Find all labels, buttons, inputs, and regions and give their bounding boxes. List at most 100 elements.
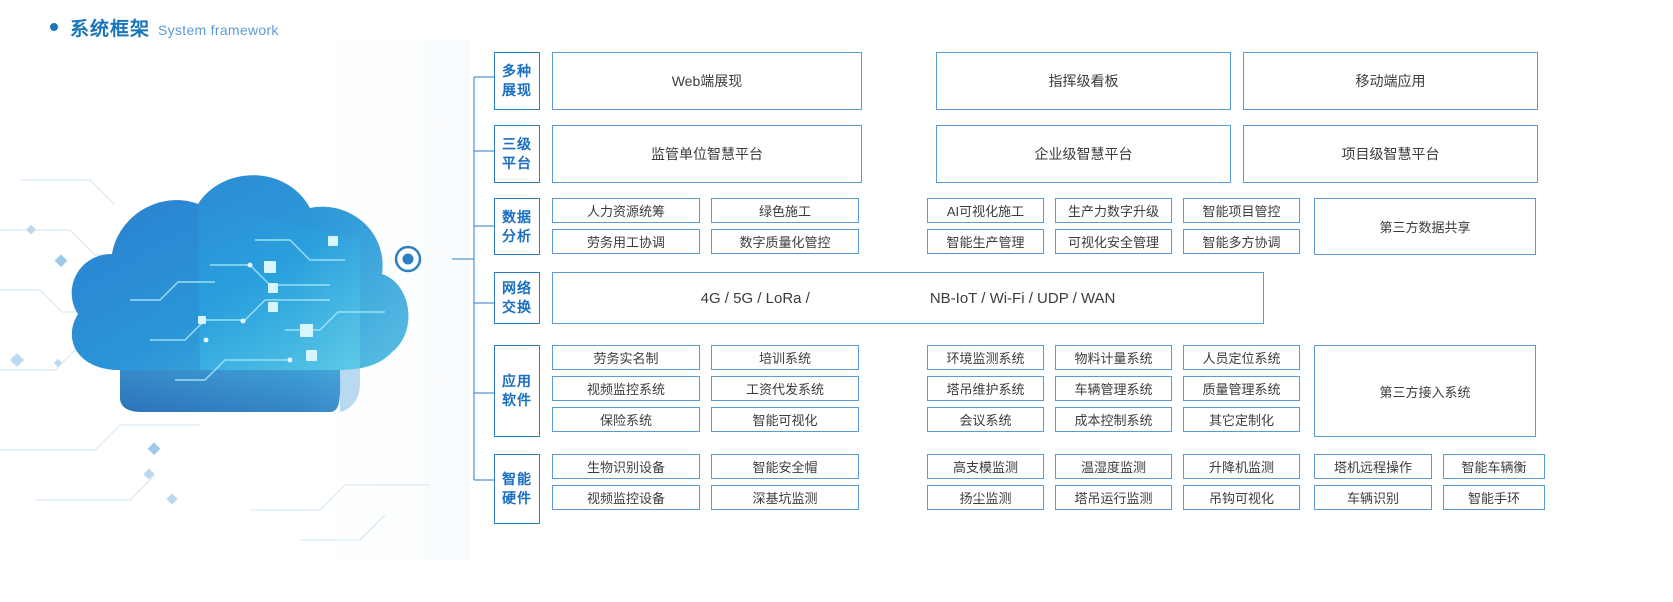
grid-line: 会议系统 成本控制系统 其它定制化 [927, 407, 1300, 432]
box-third-party-data-sharing[interactable]: 第三方数据共享 [1314, 198, 1536, 255]
cell-smart-visualization[interactable]: 智能可视化 [711, 407, 859, 432]
group-hw-left: 生物识别设备 智能安全帽 视频监控设备 深基坑监测 [552, 454, 859, 524]
row-label-line1: 智能 [502, 471, 532, 488]
cell-environment-monitoring[interactable]: 环境监测系统 [927, 345, 1044, 370]
row-label-data-analysis: 数据 分析 [494, 198, 540, 255]
row-label-line1: 多种 [502, 63, 532, 80]
grid-line: 塔机远程操作 智能车辆衡 [1314, 454, 1545, 479]
row-data-analysis: 数据 分析 人力资源统筹 绿色施工 劳务用工协调 数字质量化管控 AI可视化施工… [494, 198, 1673, 255]
cell-lift-monitoring[interactable]: 升降机监测 [1183, 454, 1300, 479]
cell-ai-visual-construction[interactable]: AI可视化施工 [927, 198, 1044, 223]
row-label-line1: 三级 [502, 136, 532, 153]
box-command-board[interactable]: 指挥级看板 [936, 52, 1231, 110]
grid-line: 车辆识别 智能手环 [1314, 485, 1545, 510]
cell-vehicle-recognition[interactable]: 车辆识别 [1314, 485, 1432, 510]
group-data-left: 人力资源统筹 绿色施工 劳务用工协调 数字质量化管控 [552, 198, 859, 255]
grid-line: 扬尘监测 塔吊运行监测 吊钩可视化 [927, 485, 1300, 510]
group-data-right: AI可视化施工 生产力数字升级 智能项目管控 智能生产管理 可视化安全管理 智能… [927, 198, 1300, 255]
bullet-dot-icon [50, 23, 58, 31]
cell-labor-coordination[interactable]: 劳务用工协调 [552, 229, 700, 254]
group-app-right: 环境监测系统 物料计量系统 人员定位系统 塔吊维护系统 车辆管理系统 质量管理系… [927, 345, 1300, 437]
row-label-display: 多种 展现 [494, 52, 540, 110]
cell-dust-monitoring[interactable]: 扬尘监测 [927, 485, 1044, 510]
cell-high-formwork-monitoring[interactable]: 高支模监测 [927, 454, 1044, 479]
cell-meeting-system[interactable]: 会议系统 [927, 407, 1044, 432]
network-text-right: NB-IoT / Wi-Fi / UDP / WAN [929, 289, 1116, 307]
box-supervision-platform[interactable]: 监管单位智慧平台 [552, 125, 862, 183]
grid-line: 塔吊维护系统 车辆管理系统 质量管理系统 [927, 376, 1300, 401]
cell-other-customization[interactable]: 其它定制化 [1183, 407, 1300, 432]
tree-connector [452, 76, 494, 481]
box-third-party-access-system[interactable]: 第三方接入系统 [1314, 345, 1536, 437]
box-project-platform[interactable]: 项目级智慧平台 [1243, 125, 1538, 183]
cell-quality-management[interactable]: 质量管理系统 [1183, 376, 1300, 401]
row-label-platform: 三级 平台 [494, 125, 540, 183]
row-label-line2: 分析 [502, 227, 532, 244]
row-label-line1: 数据 [502, 208, 532, 225]
cell-smart-production-mgmt[interactable]: 智能生产管理 [927, 229, 1044, 254]
row-label-line2: 软件 [502, 392, 532, 408]
group-hw-right: 高支模监测 温湿度监测 升降机监测 扬尘监测 塔吊运行监测 吊钩可视化 [927, 454, 1300, 524]
grid-line: 生物识别设备 智能安全帽 [552, 454, 859, 479]
row-display: 多种 展现 Web端展现 指挥级看板 移动端应用 [494, 52, 1673, 110]
row-label-smart-hardware: 智能 硬件 [494, 454, 540, 524]
cell-green-construction[interactable]: 绿色施工 [711, 198, 859, 223]
grid-line: 视频监控设备 深基坑监测 [552, 485, 859, 510]
cell-smart-multiparty-coord[interactable]: 智能多方协调 [1183, 229, 1300, 254]
cell-temp-humidity-monitoring[interactable]: 温湿度监测 [1055, 454, 1172, 479]
group-hw-far: 塔机远程操作 智能车辆衡 车辆识别 智能手环 [1314, 454, 1545, 524]
box-enterprise-platform[interactable]: 企业级智慧平台 [936, 125, 1231, 183]
grid-line: 环境监测系统 物料计量系统 人员定位系统 [927, 345, 1300, 370]
box-network-protocols[interactable]: 4G / 5G / LoRa / NB-IoT / Wi-Fi / UDP / … [552, 272, 1264, 324]
cell-training-system[interactable]: 培训系统 [711, 345, 859, 370]
cell-smart-wristband[interactable]: 智能手环 [1443, 485, 1545, 510]
grid-line: 高支模监测 温湿度监测 升降机监测 [927, 454, 1300, 479]
cell-cost-control-system[interactable]: 成本控制系统 [1055, 407, 1172, 432]
cell-smart-project-control[interactable]: 智能项目管控 [1183, 198, 1300, 223]
box-mobile-app[interactable]: 移动端应用 [1243, 52, 1538, 110]
row-smart-hardware: 智能 硬件 生物识别设备 智能安全帽 视频监控设备 深基坑监测 高支模监测 温湿… [494, 454, 1673, 524]
cell-crane-operation-monitoring[interactable]: 塔吊运行监测 [1055, 485, 1172, 510]
row-label-line1: 应用 [502, 373, 532, 390]
cell-smart-truck-scale[interactable]: 智能车辆衡 [1443, 454, 1545, 479]
cell-vehicle-management[interactable]: 车辆管理系统 [1055, 376, 1172, 401]
box-web-display[interactable]: Web端展现 [552, 52, 862, 110]
group-app-left: 劳务实名制 培训系统 视频监控系统 工资代发系统 保险系统 智能可视化 [552, 345, 859, 437]
cell-visual-safety-mgmt[interactable]: 可视化安全管理 [1055, 229, 1172, 254]
system-framework-diagram: 多种 展现 Web端展现 指挥级看板 移动端应用 三级 平台 监管单位智慧平台 … [452, 40, 1673, 540]
row-label-network-exchange: 网络 交换 [494, 272, 540, 324]
grid-line: 劳务用工协调 数字质量化管控 [552, 229, 859, 254]
network-text-left: 4G / 5G / LoRa / [700, 289, 810, 307]
cell-hr-planning[interactable]: 人力资源统筹 [552, 198, 700, 223]
cell-labor-realname[interactable]: 劳务实名制 [552, 345, 700, 370]
cell-productivity-upgrade[interactable]: 生产力数字升级 [1055, 198, 1172, 223]
cell-video-surveillance-device[interactable]: 视频监控设备 [552, 485, 700, 510]
grid-line: 劳务实名制 培训系统 [552, 345, 859, 370]
page-title-en: System framework [158, 22, 279, 38]
row-application-software: 应用 软件 劳务实名制 培训系统 视频监控系统 工资代发系统 保险系统 智能可视… [494, 345, 1673, 437]
page-title: 系统框架 System framework [50, 14, 279, 41]
cell-material-metering[interactable]: 物料计量系统 [1055, 345, 1172, 370]
grid-line: AI可视化施工 生产力数字升级 智能项目管控 [927, 198, 1300, 223]
row-platform: 三级 平台 监管单位智慧平台 企业级智慧平台 项目级智慧平台 [494, 125, 1673, 183]
cell-digital-quality-control[interactable]: 数字质量化管控 [711, 229, 859, 254]
cell-crane-maintenance[interactable]: 塔吊维护系统 [927, 376, 1044, 401]
row-label-line1: 网络 [502, 280, 532, 297]
cell-biometric-device[interactable]: 生物识别设备 [552, 454, 700, 479]
row-label-line2: 交换 [502, 299, 532, 315]
cell-insurance-system[interactable]: 保险系统 [552, 407, 700, 432]
row-label-application-software: 应用 软件 [494, 345, 540, 437]
cell-tower-remote-operation[interactable]: 塔机远程操作 [1314, 454, 1432, 479]
grid-line: 人力资源统筹 绿色施工 [552, 198, 859, 223]
cell-video-surveillance-system[interactable]: 视频监控系统 [552, 376, 700, 401]
cell-personnel-positioning[interactable]: 人员定位系统 [1183, 345, 1300, 370]
grid-line: 智能生产管理 可视化安全管理 智能多方协调 [927, 229, 1300, 254]
row-label-line2: 平台 [502, 155, 532, 171]
cell-smart-helmet[interactable]: 智能安全帽 [711, 454, 859, 479]
page-title-cn: 系统框架 [70, 19, 151, 40]
cloud-network-illustration [0, 40, 470, 560]
cell-hook-visualization[interactable]: 吊钩可视化 [1183, 485, 1300, 510]
cell-deep-pit-monitoring[interactable]: 深基坑监测 [711, 485, 859, 510]
row-label-line2: 硬件 [502, 490, 532, 506]
cell-salary-payment-system[interactable]: 工资代发系统 [711, 376, 859, 401]
